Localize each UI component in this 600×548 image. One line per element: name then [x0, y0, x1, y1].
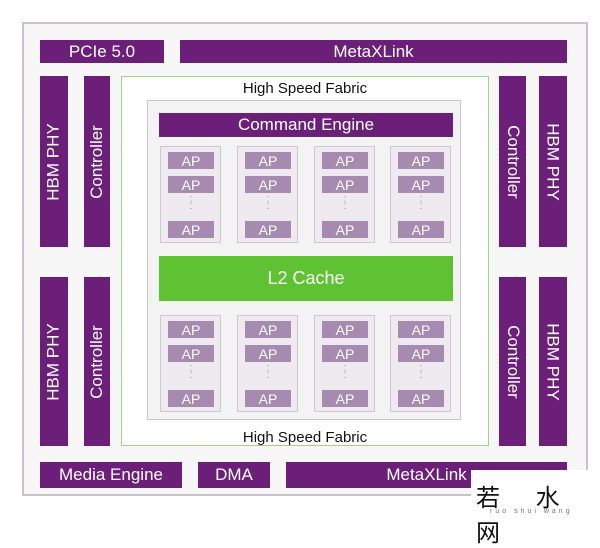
hbm-phy-left-top-label: HBM PHY: [44, 122, 63, 201]
controller-right-top: Controller: [499, 76, 526, 247]
ap-unit: AP: [322, 321, 368, 338]
hbm-phy-left-bottom: HBM PHY: [40, 277, 68, 446]
hbm-phy-right-bottom: HBM PHY: [539, 277, 567, 446]
controller-left-top-label: Controller: [87, 124, 107, 199]
ap-unit: AP: [168, 152, 214, 169]
command-engine-label: Command Engine: [237, 115, 375, 134]
l2-cache-label: L2 Cache: [267, 268, 345, 288]
dma-block: DMA: [198, 462, 270, 488]
hbm-phy-left-top: HBM PHY: [40, 76, 68, 247]
fabric-top-label: High Speed Fabric: [242, 80, 368, 97]
ap-unit: AP: [398, 152, 444, 169]
l2-cache: L2 Cache: [159, 256, 453, 301]
ap-ellipsis: :: [189, 200, 193, 212]
ap-unit: AP: [398, 321, 444, 338]
ap-ellipsis: :: [189, 193, 193, 205]
ap-unit: AP: [245, 390, 291, 407]
ap-ellipsis: :: [343, 200, 347, 212]
pcie-block: PCIe 5.0: [40, 40, 164, 63]
ap-unit: AP: [398, 390, 444, 407]
ap-unit: AP: [245, 221, 291, 238]
metaxlink-top-label: MetaXLink: [333, 41, 414, 61]
ap-unit: AP: [168, 390, 214, 407]
command-engine: Command Engine: [159, 113, 453, 137]
controller-left-bottom-label: Controller: [87, 324, 107, 399]
hbm-phy-right-top: HBM PHY: [539, 76, 567, 247]
ap-ellipsis: :: [419, 362, 423, 374]
metaxlink-top-block: MetaXLink: [180, 40, 567, 63]
ap-ellipsis: :: [266, 200, 270, 212]
media-engine-label: Media Engine: [59, 465, 163, 484]
controller-right-bottom-label: Controller: [503, 324, 523, 399]
ap-unit: AP: [245, 321, 291, 338]
ap-unit: AP: [168, 176, 214, 193]
ap-unit: AP: [245, 152, 291, 169]
metaxlink-bottom-label: MetaXLink: [386, 465, 467, 484]
ap-ellipsis: :: [419, 200, 423, 212]
ap-unit: AP: [168, 321, 214, 338]
ap-ellipsis: :: [343, 362, 347, 374]
ap-unit: AP: [322, 390, 368, 407]
ap-ellipsis: :: [189, 369, 193, 381]
ap-ellipsis: :: [189, 362, 193, 374]
watermark-subtitle: ruo shui wang: [490, 508, 573, 515]
ap-unit: AP: [245, 345, 291, 362]
watermark-backdrop: [471, 470, 600, 518]
controller-left-bottom: Controller: [84, 277, 110, 446]
hbm-phy-right-top-label: HBM PHY: [544, 122, 563, 201]
ap-ellipsis: :: [419, 193, 423, 205]
ap-unit: AP: [322, 345, 368, 362]
ap-ellipsis: :: [343, 369, 347, 381]
ap-unit: AP: [322, 152, 368, 169]
ap-unit: AP: [322, 176, 368, 193]
media-engine-block: Media Engine: [40, 462, 182, 488]
ap-unit: AP: [398, 176, 444, 193]
pcie-label: PCIe 5.0: [68, 41, 136, 61]
ap-unit: AP: [168, 221, 214, 238]
hbm-phy-left-bottom-label: HBM PHY: [44, 322, 63, 401]
ap-unit: AP: [322, 221, 368, 238]
controller-right-top-label: Controller: [503, 124, 523, 199]
ap-ellipsis: :: [419, 369, 423, 381]
dma-label: DMA: [215, 465, 253, 484]
hbm-phy-right-bottom-label: HBM PHY: [544, 322, 563, 401]
ap-unit: AP: [245, 176, 291, 193]
ap-unit: AP: [168, 345, 214, 362]
controller-right-bottom: Controller: [499, 277, 526, 446]
ap-ellipsis: :: [343, 193, 347, 205]
ap-ellipsis: :: [266, 362, 270, 374]
ap-ellipsis: :: [266, 369, 270, 381]
ap-ellipsis: :: [266, 193, 270, 205]
ap-unit: AP: [398, 221, 444, 238]
fabric-bottom-label: High Speed Fabric: [242, 429, 368, 446]
ap-unit: AP: [398, 345, 444, 362]
controller-left-top: Controller: [84, 76, 110, 247]
